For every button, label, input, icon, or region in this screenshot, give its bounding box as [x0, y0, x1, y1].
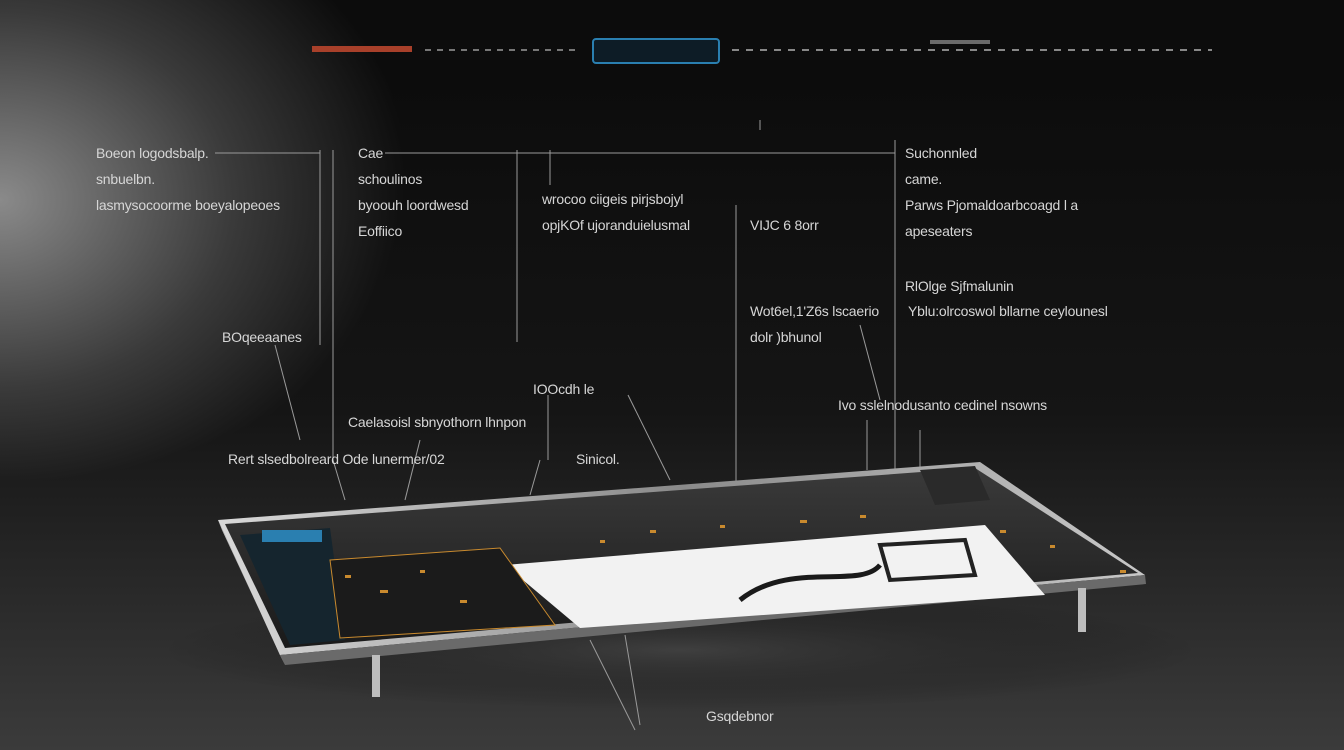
- label-top-left: Boeon logodsbalp. snbuelbn. lasmysocoorm…: [96, 140, 280, 218]
- label-center-number: IOOcdh le: [533, 381, 595, 397]
- header-red-segment: [312, 46, 412, 52]
- label-center-small: Sinicol.: [576, 451, 620, 467]
- label-left-middle: BOqeeaanes: [222, 329, 302, 345]
- ribbon-cable: [738, 563, 882, 602]
- label-text: snbuelbn.: [96, 171, 155, 187]
- label-text: apeseaters: [905, 223, 973, 239]
- device-body: [218, 462, 1146, 697]
- blue-module: [240, 528, 345, 645]
- label-text: Wot6el,1'Z6s lscaerio: [750, 303, 879, 319]
- label-top-center-left: Cae schoulinos byoouh loordwesd Eoffiico: [358, 140, 469, 244]
- label-center-left-row2: Rert slsedbolreard Ode lunermer/02: [228, 451, 445, 467]
- label-text: opjKOf ujoranduielusmal: [542, 217, 690, 233]
- label-text: dolr )bhunol: [750, 329, 822, 345]
- copper-traces: [345, 515, 1126, 603]
- label-text: schoulinos: [358, 171, 423, 187]
- header-dash-left: [425, 49, 575, 51]
- label-text: wrocoo ciigeis pirjsbojyl: [542, 191, 684, 207]
- circuit-board: [329, 547, 556, 639]
- display-panel: [505, 525, 1045, 628]
- label-text: Suchonnled: [905, 145, 977, 161]
- label-top-center-right: VIJC 6 8orr: [750, 217, 819, 233]
- label-text: Cae: [358, 145, 384, 161]
- blue-connector: [262, 530, 322, 542]
- label-text: lasmysocoorme boeyalopeoes: [96, 197, 280, 213]
- leg-right: [1078, 588, 1086, 632]
- label-text: Eoffiico: [358, 223, 403, 239]
- leg-left: [372, 655, 380, 697]
- header-accent-right: [930, 40, 990, 44]
- label-right-center: Ivo sslelnodusanto cedinel nsowns: [838, 397, 1047, 413]
- label-text: byoouh loordwesd: [358, 197, 469, 213]
- label-top-center: wrocoo ciigeis pirjsbojyl opjKOf ujorand…: [542, 186, 690, 238]
- label-text: Boeon logodsbalp.: [96, 145, 209, 161]
- label-bottom: Gsqdebnor: [706, 708, 774, 724]
- label-text: Parws Pjomaldoarbcoagd l a: [905, 197, 1079, 213]
- header-logo: [592, 38, 720, 64]
- label-mid-right-upper: RlOlge Sjfmalunin: [905, 278, 1014, 294]
- header-dash-right: [732, 49, 1212, 51]
- leader-lines: [215, 120, 921, 731]
- header-strip: [0, 36, 1344, 64]
- label-center-left-row1: Caelasoisl sbnyothorn lhnpon: [348, 414, 527, 430]
- label-text: came.: [905, 171, 943, 187]
- label-mid-center-right: Wot6el,1'Z6s lscaerio dolr )bhunol: [750, 298, 879, 350]
- flex-cable: [877, 537, 978, 583]
- camera-module: [920, 466, 990, 505]
- label-mid-right-lower: Yblu:olrcoswol bllarne ceylounesl: [908, 303, 1108, 319]
- label-top-right: Suchonnled came. Parws Pjomaldoarbcoagd …: [905, 140, 1078, 244]
